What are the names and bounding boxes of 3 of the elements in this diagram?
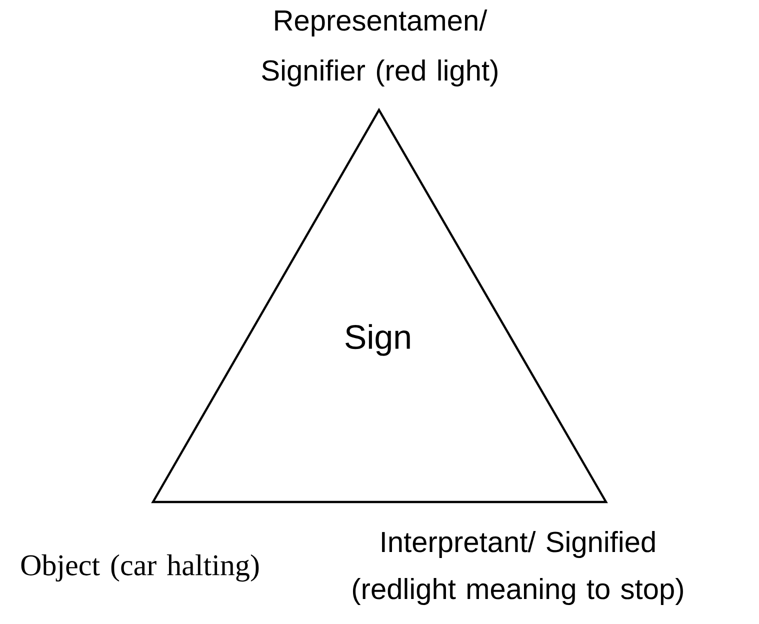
corner-label: Object (car halting) (21, 554, 259, 582)
corner-label: Interpretant/ Signified (redlight meaning to stop) (352, 531, 683, 606)
sign-label: Sign (346, 324, 410, 356)
